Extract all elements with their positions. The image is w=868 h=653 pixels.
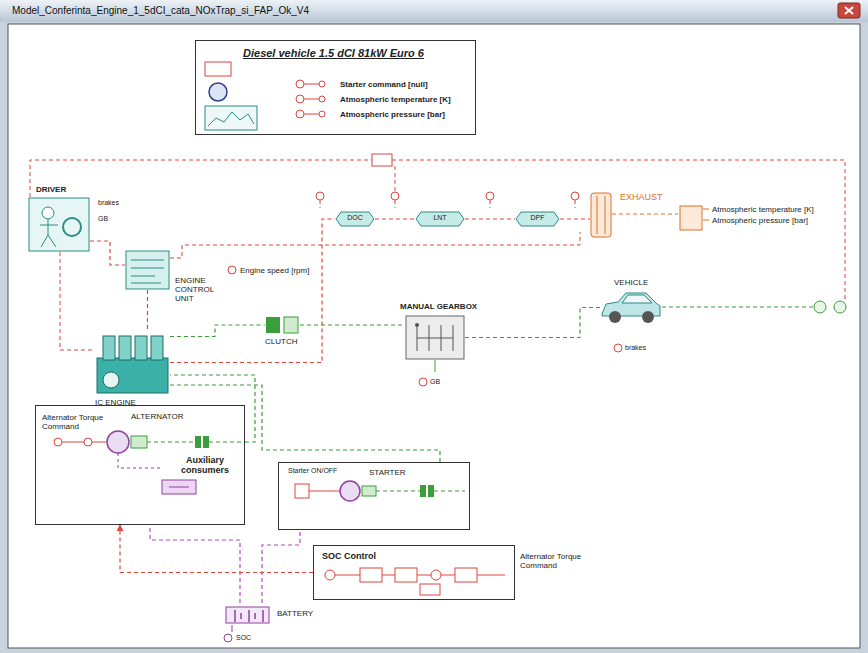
battery-block: BATTERY [225,603,270,625]
port-name: SOC [236,634,251,642]
shaft-connector [170,385,440,462]
signal-connector [375,218,415,219]
block-name: DPF [515,214,560,222]
text-holder: Atmospheric temperature [K] [340,95,451,104]
text-holder: Alternator Torque Command [42,413,112,431]
gearbox-block: MANUAL GEARBOX [405,315,465,360]
battery-symbol [225,603,270,625]
block-name: ENGINE CONTROL UNIT [175,276,227,304]
text-holder: VEHICLE [614,278,648,287]
text-holder: GB [98,215,108,223]
block-name: DRIVER [36,185,66,194]
signal-name: Atmospheric pressure [bar] [340,110,445,119]
signal-name: Alternator Torque Command [520,552,592,570]
text-holder: LNT [415,214,465,222]
text-holder: Alternator Torque Command [520,552,592,570]
clutch-block: CLUTCH [265,316,300,334]
signal-connector [465,218,515,219]
elec-symbol [161,479,197,495]
text-holder: STARTER [369,468,406,477]
text-holder: MANUAL GEARBOX [400,302,477,311]
exhaust-block: EXHAUST [590,192,612,238]
signal-name: Engine speed [rpm] [240,266,309,275]
port-name: brakes [625,344,646,352]
signal-connector [147,290,148,330]
filter-block: DPF [515,210,560,228]
electric-connector [150,525,240,603]
car-symbol [600,290,662,325]
text-holder: SOC Control [322,551,376,561]
soc-control-group: SOC Control [313,545,515,600]
signal-connector [560,218,590,219]
text-holder: ALTERNATOR [131,412,183,421]
block-name: LNT [415,214,465,222]
catalyst-block: DOC [335,210,375,228]
driver-block: DRIVER [28,197,90,252]
gearbox-symbol [405,315,465,360]
text-holder: DPF [515,214,560,222]
signal-connector [120,525,313,573]
text-holder: brakes [625,344,646,352]
block-name: EXHAUST [620,192,663,202]
block-name: CLUTCH [265,337,297,346]
ecu-block: ENGINE CONTROL UNIT [125,250,170,290]
shaft-connector [465,308,600,338]
text-holder: brakes [98,199,119,207]
driver-symbol [28,197,90,252]
title-box: Diesel vehicle 1.5 dCI 81kW Euro 6 [195,40,476,135]
text-holder: DRIVER [36,185,66,194]
text-holder: Atmospheric pressure [bar] [712,216,808,225]
text-holder: BATTERY [277,609,313,618]
group-title: Diesel vehicle 1.5 dCI 81kW Euro 6 [196,47,471,60]
signal-name: Atmospheric pressure [bar] [712,216,808,225]
group-title: STARTER [369,468,406,477]
text-holder: Auxiliary consumers [171,455,239,476]
signal-name: Atmospheric temperature [K] [340,95,451,104]
group-title: SOC Control [322,551,376,561]
text-holder: Diesel vehicle 1.5 dCI 81kW Euro 6 [196,47,471,60]
text-holder: Atmospheric temperature [K] [712,205,814,214]
group-title: ALTERNATOR [131,412,183,421]
text-holder: GB [430,378,440,386]
signal-name: Alternator Torque Command [42,413,112,431]
signal-connector [170,219,335,363]
shaft-connector [300,324,405,325]
block-name: BATTERY [277,609,313,618]
text-holder: CLUTCH [265,337,297,346]
catalyst-block: LNT [415,210,465,228]
signal-name: Atmospheric temperature [K] [712,205,814,214]
text-holder: Atmospheric pressure [bar] [340,110,445,119]
signal-name: Starter ON/OFF [288,467,337,475]
text-holder: ENGINE CONTROL UNIT [175,276,227,304]
vehicle-block: VEHICLE [600,290,662,325]
block-name: IC ENGINE [95,398,136,407]
electric-connector [262,530,300,603]
text-holder: DOC [335,214,375,222]
port-name: brakes [98,199,119,207]
port-name: GB [430,378,440,386]
text-holder: SOC [236,634,251,642]
shaft-connector [170,325,265,337]
text-holder: Starter ON/OFF [288,467,337,475]
port-name: GB [98,215,108,223]
signal-name: Starter command [null] [340,80,428,89]
text-holder: Model_Conferinta_Engine_1_5dCI_cata_NOxT… [12,5,309,17]
block-name: MANUAL GEARBOX [400,302,477,311]
engine-block: IC ENGINE [95,330,170,395]
signal-connector [90,241,125,265]
text-holder: EXHAUST [620,192,663,202]
consumer-block: Auxiliary consumers [161,479,197,495]
block-name: DOC [335,214,375,222]
text-holder: Engine speed [rpm] [240,266,309,275]
text-holder: Starter command [null] [340,80,428,89]
block-name: Auxiliary consumers [171,455,239,476]
text-holder: IC ENGINE [95,398,136,407]
muffler-symbol [590,192,612,238]
window-title: Model_Conferinta_Engine_1_5dCI_cata_NOxT… [12,5,309,17]
engine-symbol [95,330,170,395]
ecu-symbol [125,250,170,290]
block-name: VEHICLE [614,278,648,287]
clutch-symbol [265,316,300,334]
